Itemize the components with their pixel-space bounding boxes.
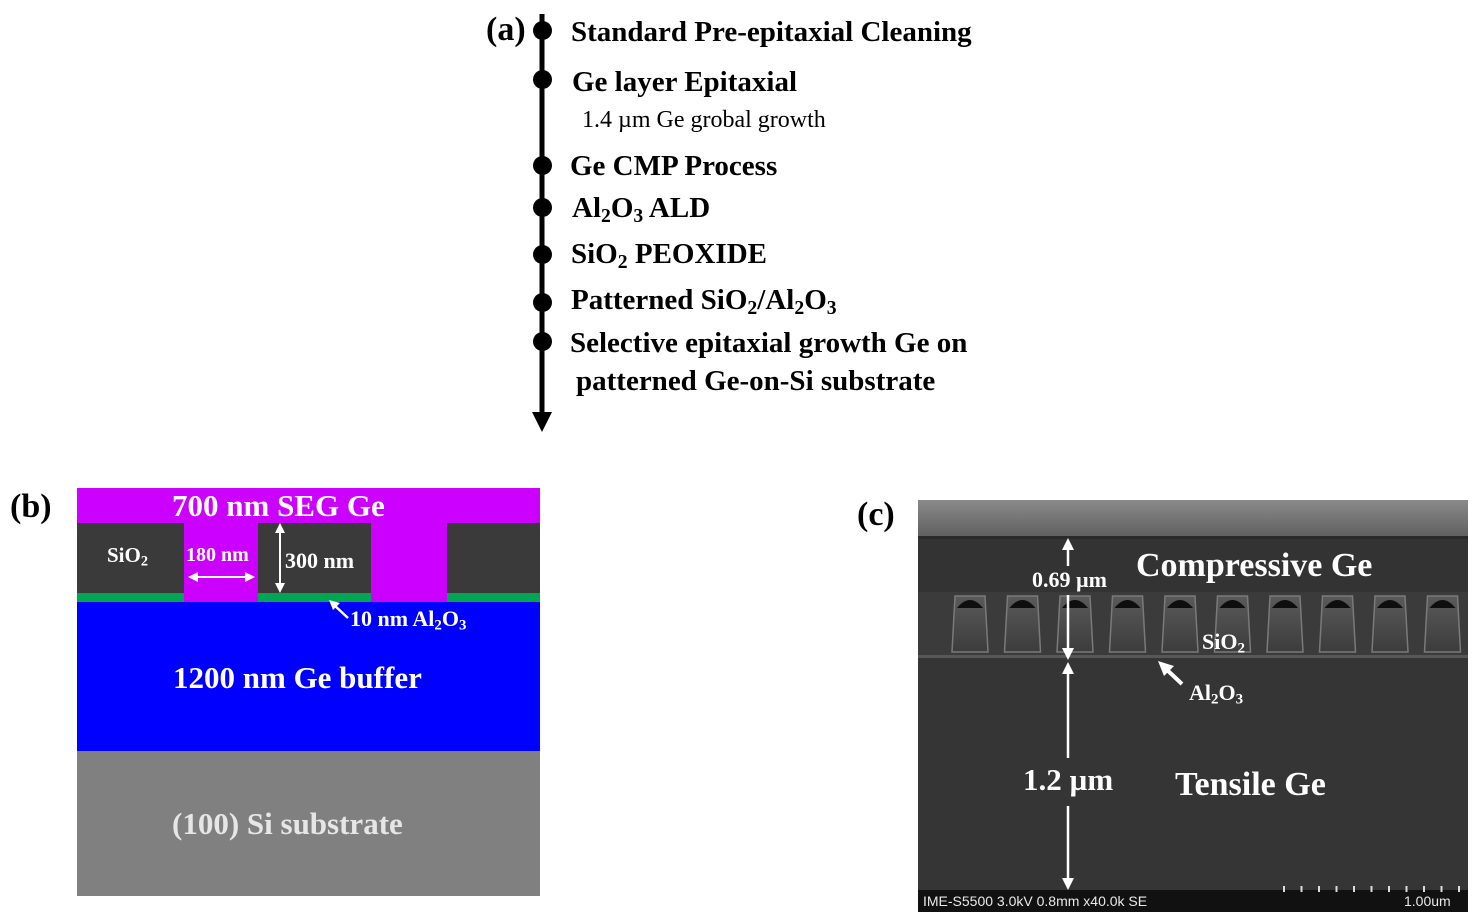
sem-trench — [1318, 595, 1357, 653]
sem-trench — [1371, 595, 1409, 653]
step-dot — [533, 332, 552, 351]
step-5-title: SiO2 PEOXIDE — [571, 238, 767, 273]
panel-a-label: (a) — [486, 11, 526, 48]
step-dot — [533, 21, 552, 40]
si-substrate-label: (100) Si substrate — [172, 806, 403, 841]
al2o3-strip — [77, 593, 184, 602]
sem-void — [1009, 600, 1036, 608]
al2o3-strip — [447, 593, 540, 602]
sem-void — [1377, 600, 1403, 608]
step-dot — [533, 293, 552, 312]
sem-trench — [1213, 595, 1252, 653]
sem-image: 0.69 µm Compressive Ge SiO2 Al2O3 1.2 µm… — [918, 500, 1468, 912]
gap-width-label: 180 nm — [186, 544, 249, 566]
step-4-title: Al2O3 ALD — [572, 192, 711, 227]
sio2-label: SiO2 — [1202, 629, 1245, 657]
step-6-title: Patterned SiO2/Al2O3 — [571, 284, 837, 319]
top-thickness-label: 0.69 µm — [1032, 567, 1108, 592]
ge-buffer-layer — [77, 602, 540, 751]
sem-trench — [1003, 595, 1042, 653]
step-3-title: Ge CMP Process — [570, 150, 778, 182]
step-height-label: 300 nm — [285, 548, 355, 573]
sem-void — [1167, 600, 1193, 608]
sem-info-text: IME-S5500 3.0kV 0.8mm x40.0k SE — [923, 893, 1148, 909]
sem-void — [1219, 600, 1246, 608]
sem-void — [957, 600, 983, 608]
sio2-block — [447, 523, 540, 593]
sem-trench — [1161, 595, 1199, 653]
ge-buffer-label: 1200 nm Ge buffer — [173, 660, 422, 695]
sio2-label: SiO2 — [107, 543, 148, 570]
step-2-subtitle: 1.4 µm Ge grobal growth — [582, 107, 826, 133]
step-dot — [533, 245, 552, 264]
step-7-title-line2: patterned Ge-on-Si substrate — [576, 365, 936, 397]
si-substrate-layer — [77, 751, 540, 896]
scale-bar-label: 1.00um — [1404, 893, 1451, 909]
sem-trench — [1423, 595, 1462, 653]
sem-trench — [951, 595, 989, 653]
bottom-thickness-label: 1.2 µm — [1023, 762, 1114, 797]
step-dot — [533, 70, 552, 89]
sio2-block — [77, 523, 184, 593]
sem-void — [1272, 600, 1298, 608]
tensile-ge-label: Tensile Ge — [1175, 766, 1326, 803]
sem-trench — [1108, 595, 1147, 653]
panel-b-label: (b) — [10, 488, 52, 525]
sem-trench — [1056, 595, 1094, 653]
sio2-block — [258, 523, 371, 593]
sem-void — [1429, 600, 1456, 608]
step-dot — [533, 156, 552, 175]
al2o3-strip — [258, 593, 371, 602]
seg-ge-label: 700 nm SEG Ge — [172, 488, 385, 523]
step-1-title: Standard Pre-epitaxial Cleaning — [571, 16, 972, 48]
step-dot — [533, 198, 552, 217]
panel-c-label: (c) — [857, 496, 895, 533]
sem-trench — [1266, 595, 1304, 653]
compressive-ge-label: Compressive Ge — [1136, 547, 1373, 584]
sem-micrograph — [918, 500, 1468, 912]
step-2-title: Ge layer Epitaxial — [572, 66, 798, 98]
sem-void — [1324, 600, 1351, 608]
step-7-title-line1: Selective epitaxial growth Ge on — [570, 327, 968, 359]
sem-void — [1114, 600, 1141, 608]
al2o3-label: Al2O3 — [1189, 680, 1244, 708]
al2o3-thickness-label: 10 nm Al2O3 — [350, 606, 467, 634]
